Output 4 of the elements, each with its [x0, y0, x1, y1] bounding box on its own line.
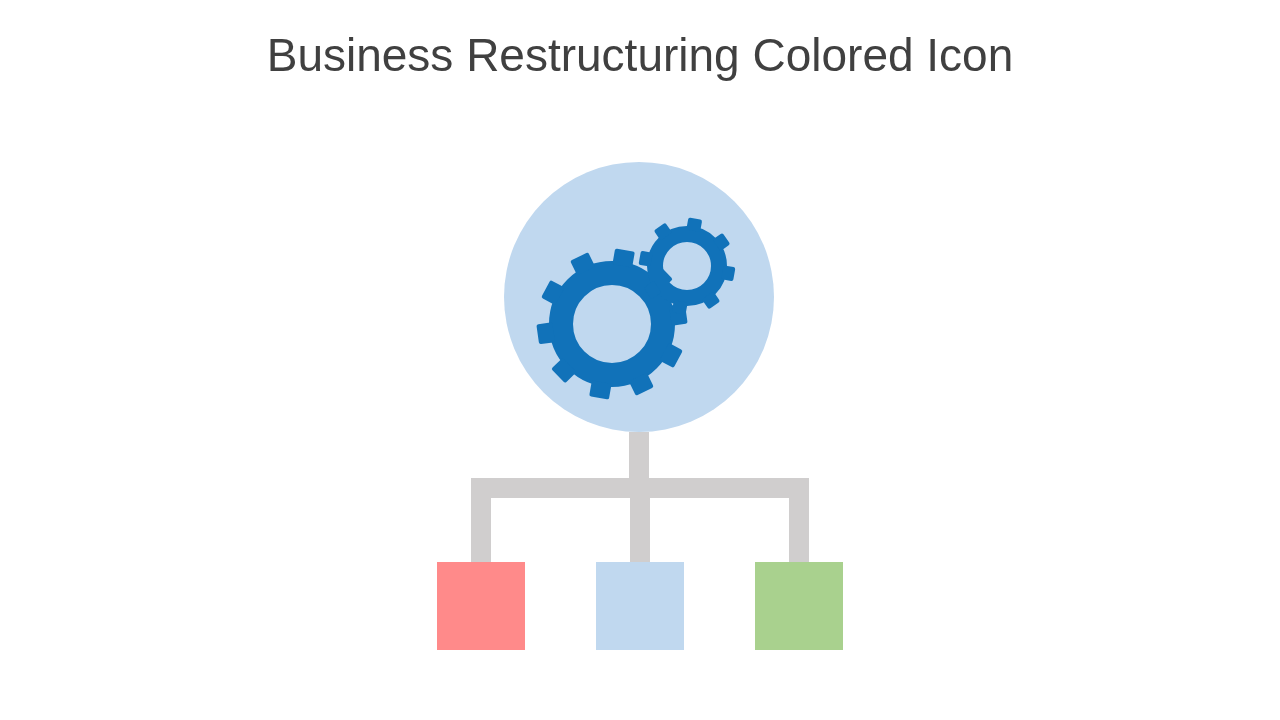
square-box	[437, 562, 525, 650]
square-box	[755, 562, 843, 650]
square-box	[596, 562, 684, 650]
title: Business Restructuring Colored Icon	[265, 28, 1015, 82]
